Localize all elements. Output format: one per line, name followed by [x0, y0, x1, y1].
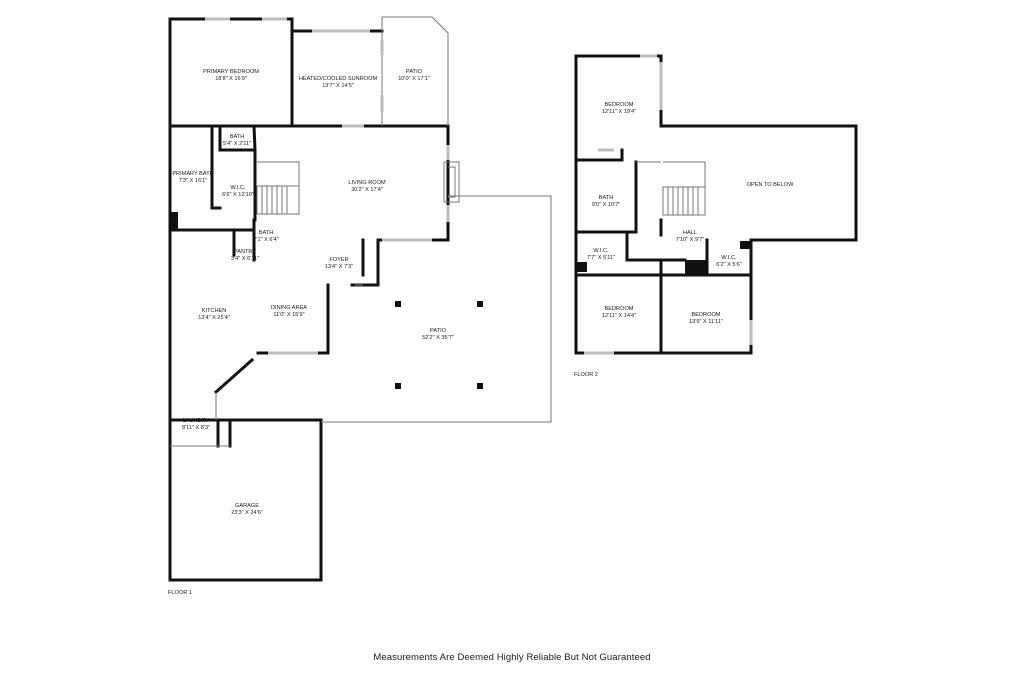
room-name-primary-bedroom: PRIMARY BEDROOM	[203, 69, 259, 75]
room-dims-wic-left: 7'7" X 5'11"	[587, 255, 615, 261]
room-name-wic: W.I.C.	[230, 185, 246, 191]
room-dims-pantry: 3'4" X 6'11"	[231, 256, 259, 262]
floor2-blocks	[577, 241, 750, 276]
floor1-label: FLOOR 1	[168, 590, 192, 596]
room-dims-bath-f2: 9'0" X 10'7"	[592, 202, 621, 208]
room-dims-dining: 11'0" X 15'9"	[273, 312, 304, 318]
floor2-label: FLOOR 2	[574, 372, 598, 378]
room-name-bedroom-top: BEDROOM	[605, 102, 634, 108]
room-dims-bedroom-top: 12'11" X 19'4"	[602, 109, 636, 115]
patio-posts	[171, 212, 483, 389]
room-name-bath2: BATH	[259, 230, 274, 236]
room-dims-bath-small: 5'4" X 2'11"	[223, 141, 251, 147]
room-name-open-below: OPEN TO BELOW	[747, 182, 794, 188]
room-name-bedroom-bl: BEDROOM	[605, 306, 634, 312]
room-name-bath-f2: BATH	[599, 195, 614, 201]
room-name-pantry: PANTRY	[234, 249, 256, 255]
room-name-hall: HALL	[683, 230, 697, 236]
room-name-kitchen: KITCHEN	[202, 308, 227, 314]
room-name-dining: DINING AREA	[271, 305, 307, 311]
room-dims-wic-right: 6'2" X 5'6"	[716, 262, 741, 268]
room-name-garage: GARAGE	[235, 503, 259, 509]
room-name-patio-top: PATIO	[406, 69, 423, 75]
room-dims-patio-main: 52'2" X 35'7"	[422, 335, 454, 341]
room-dims-kitchen: 13'4" X 25'4"	[198, 315, 230, 321]
room-dims-wic: 6'6" X 12'10"	[222, 192, 254, 198]
room-dims-bedroom-br: 13'9" X 11'11"	[689, 319, 723, 325]
room-dims-patio-top: 10'0" X 17'1"	[398, 76, 430, 82]
floor1-walls	[168, 17, 450, 582]
room-dims-living-room: 30'2" X 17'4"	[351, 187, 383, 193]
room-name-patio-main: PATIO	[430, 328, 447, 334]
disclaimer-footer: Measurements Are Deemed Highly Reliable …	[373, 652, 651, 663]
floor2-windows	[584, 54, 753, 355]
room-dims-laundry: 8'11" X 8'3"	[182, 425, 210, 431]
room-dims-foyer: 13'4" X 7'3"	[325, 264, 354, 270]
room-name-foyer: FOYER	[329, 257, 348, 263]
room-dims-primary-bath: 7'3" X 16'1"	[179, 178, 208, 184]
room-dims-bath2: 7'1" X 6'4"	[253, 237, 278, 243]
room-name-wic-left: W.I.C.	[593, 248, 609, 254]
room-dims-bedroom-bl: 12'11" X 14'4"	[602, 313, 636, 319]
floor1-thin-walls	[170, 16, 552, 447]
room-dims-garage: 23'3" X 24'6"	[231, 510, 263, 516]
floor2-thin-walls	[636, 161, 706, 216]
room-name-bedroom-br: BEDROOM	[692, 312, 721, 318]
room-name-sunroom: HEATED/COOLED SUNROOM	[299, 76, 378, 82]
room-name-primary-bath: PRIMARY BATH	[172, 171, 213, 177]
room-dims-sunroom: 13'7" X 14'5"	[322, 83, 354, 89]
room-name-living-room: LIVING ROOM	[348, 180, 386, 186]
room-dims-hall: 7'10" X 9'7"	[676, 237, 705, 243]
room-name-bath-small: BATH	[230, 134, 245, 140]
room-name-wic-right: W.I.C.	[721, 255, 737, 261]
room-dims-primary-bedroom: 18'8" X 16'9"	[215, 76, 247, 82]
room-name-laundry: LAUNDRY	[183, 418, 210, 424]
floor1-windows	[205, 17, 450, 355]
floor2-walls	[574, 54, 858, 355]
